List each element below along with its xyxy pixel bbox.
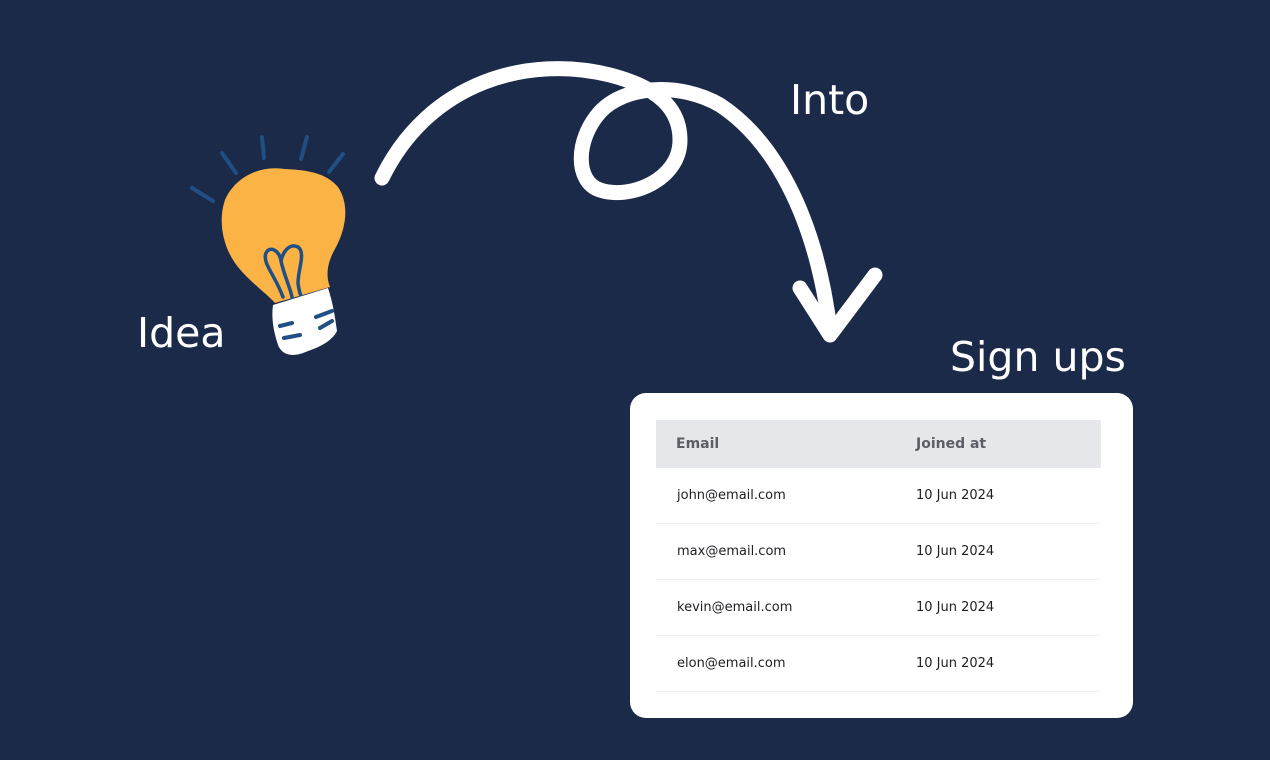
table-row: max@email.com 10 Jun 2024 bbox=[656, 524, 1101, 580]
idea-label: Idea bbox=[137, 309, 226, 357]
signups-card: Email Joined at john@email.com 10 Jun 20… bbox=[630, 393, 1133, 718]
row-joined-at: 10 Jun 2024 bbox=[916, 488, 995, 503]
row-email: elon@email.com bbox=[677, 656, 786, 671]
row-joined-at: 10 Jun 2024 bbox=[916, 600, 995, 615]
curved-arrow-icon bbox=[374, 61, 883, 343]
signups-label: Sign ups bbox=[950, 333, 1126, 381]
table-header: Email Joined at bbox=[656, 420, 1101, 468]
table-row: kevin@email.com 10 Jun 2024 bbox=[656, 580, 1101, 636]
row-email: max@email.com bbox=[677, 544, 787, 559]
header-email: Email bbox=[676, 436, 720, 452]
row-email: john@email.com bbox=[677, 488, 786, 503]
row-joined-at: 10 Jun 2024 bbox=[916, 656, 995, 671]
row-joined-at: 10 Jun 2024 bbox=[916, 544, 995, 559]
table-row: elon@email.com 10 Jun 2024 bbox=[656, 636, 1101, 692]
into-label: Into bbox=[790, 76, 870, 124]
table-row: john@email.com 10 Jun 2024 bbox=[656, 468, 1101, 524]
lightbulb-icon bbox=[190, 135, 346, 355]
row-email: kevin@email.com bbox=[677, 600, 793, 615]
header-joined-at: Joined at bbox=[916, 436, 987, 452]
signups-table: Email Joined at john@email.com 10 Jun 20… bbox=[656, 420, 1101, 692]
